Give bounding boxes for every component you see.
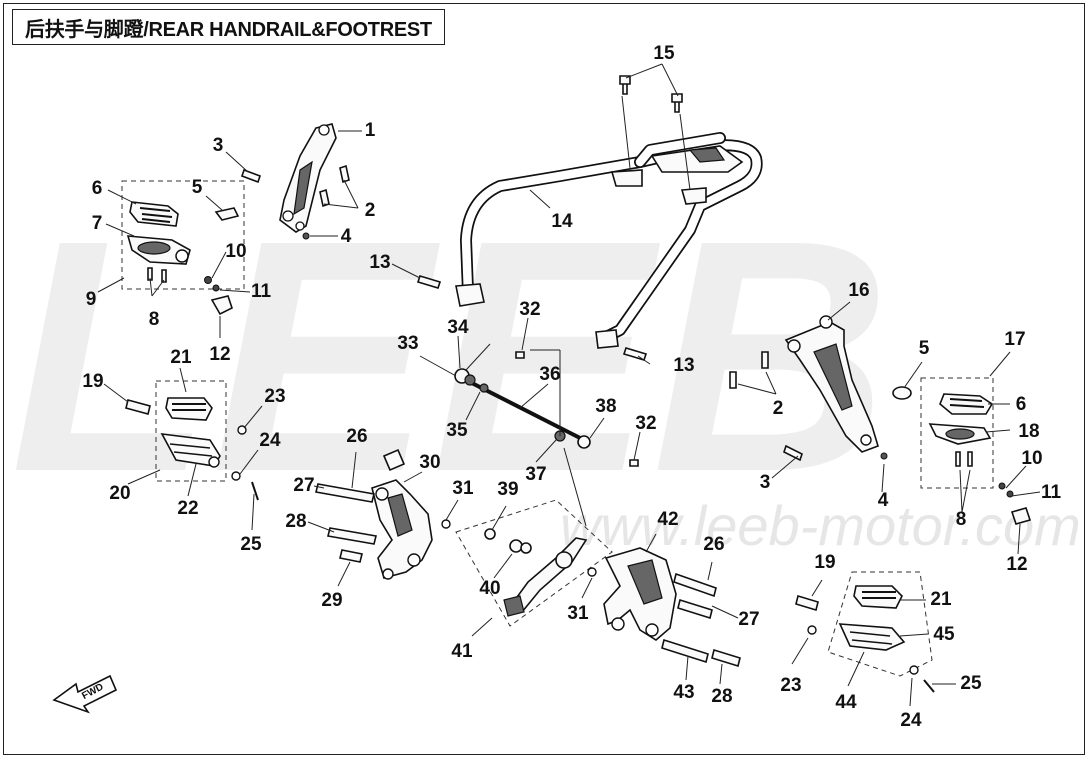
left-footrest-bracket (371, 448, 433, 580)
callout-6-right: 6 (1016, 394, 1027, 415)
handrail-bolts (416, 75, 683, 361)
callout-15: 15 (653, 43, 675, 64)
callout-39: 39 (497, 479, 518, 500)
callout-11: 11 (251, 281, 272, 302)
callout-20: 20 (109, 483, 130, 504)
callout-45: 45 (933, 624, 955, 645)
callout-4-right: 4 (878, 490, 889, 511)
left-handrail-bracket (279, 123, 337, 233)
callout-27-right: 27 (738, 609, 759, 630)
callout-25-right: 25 (960, 673, 982, 694)
callout-16: 16 (848, 280, 869, 301)
callout-33: 33 (397, 333, 418, 354)
watermark: LEEB www.leeb-motor.com (10, 171, 1081, 557)
callout-12: 12 (209, 344, 230, 365)
callout-40: 40 (479, 578, 500, 599)
callout-19: 19 (82, 371, 103, 392)
callout-22: 22 (177, 498, 198, 519)
right-passenger-footrest (795, 571, 935, 693)
callout-2-right: 2 (773, 398, 784, 419)
left-bracket-bolts (240, 164, 350, 240)
callout-23: 23 (264, 386, 285, 407)
shift-lever-assembly (455, 499, 613, 627)
callout-38: 38 (595, 396, 616, 417)
callout-34: 34 (447, 317, 469, 338)
callout-25: 25 (240, 534, 262, 555)
callout-10-right: 10 (1021, 448, 1042, 469)
callout-13: 13 (369, 252, 390, 273)
callout-30: 30 (419, 452, 440, 473)
callout-32-right: 32 (635, 413, 656, 434)
callout-31: 31 (452, 478, 474, 499)
callout-8: 8 (149, 309, 160, 330)
callout-2: 2 (365, 200, 376, 221)
callout-18: 18 (1018, 421, 1039, 442)
callout-17: 17 (1004, 329, 1025, 350)
callout-21-right: 21 (930, 589, 952, 610)
callout-3: 3 (213, 135, 224, 156)
left-bracket-hardware (315, 483, 451, 563)
right-upper-footrest (920, 377, 1032, 525)
callout-28: 28 (285, 511, 306, 532)
callout-43: 43 (673, 682, 694, 703)
callout-11-right: 11 (1041, 482, 1062, 503)
callout-10: 10 (225, 241, 246, 262)
watermark-logo: LEEB (10, 171, 890, 540)
diagram-frame (3, 3, 1085, 755)
callout-37: 37 (525, 464, 546, 485)
callout-23-right: 23 (780, 675, 801, 696)
callout-32: 32 (519, 299, 540, 320)
callout-24-right: 24 (900, 710, 922, 731)
callout-1: 1 (365, 120, 376, 141)
diagram-title: 后扶手与脚蹬/REAR HANDRAIL&FOOTREST (12, 9, 445, 45)
left-upper-footrest (121, 180, 245, 290)
right-footrest-bracket (603, 547, 741, 668)
callout-26-right: 26 (703, 534, 724, 555)
callout-14: 14 (551, 211, 573, 232)
callout-9: 9 (86, 289, 97, 310)
callout-12-right: 12 (1006, 554, 1027, 575)
left-pivot-parts (204, 207, 240, 316)
callout-42: 42 (657, 509, 678, 530)
diagram-title-text: 后扶手与脚蹬/REAR HANDRAIL&FOOTREST (25, 18, 432, 41)
callout-27: 27 (293, 475, 314, 496)
watermark-url: www.leeb-motor.com (560, 494, 1081, 557)
callout-35: 35 (446, 420, 468, 441)
callout-31-right: 31 (567, 603, 589, 624)
callout-28-right: 28 (711, 686, 732, 707)
callout-26: 26 (346, 426, 367, 447)
callout-41: 41 (451, 641, 473, 662)
callout-29: 29 (321, 590, 342, 611)
callout-7: 7 (92, 213, 103, 234)
leader-lines (97, 63, 1041, 707)
shift-shaft-assembly (454, 351, 639, 467)
callout-13-right: 13 (673, 355, 694, 376)
fwd-direction-badge: FWD (52, 674, 118, 714)
callout-6: 6 (92, 178, 103, 199)
callout-numbers: 1 2 3 4 5 6 7 8 9 10 11 12 13 14 15 16 1… (82, 43, 1061, 731)
callout-8-right: 8 (956, 509, 967, 530)
callout-36: 36 (539, 364, 560, 385)
left-passenger-footrest (125, 380, 259, 501)
callout-5: 5 (192, 177, 203, 198)
callout-24: 24 (259, 430, 281, 451)
callout-21: 21 (170, 347, 192, 368)
callout-19-right: 19 (814, 552, 835, 573)
callout-3-right: 3 (760, 472, 771, 493)
right-bracket-bolts (729, 351, 912, 462)
rear-handrail (455, 132, 763, 349)
callout-5-right: 5 (919, 338, 930, 359)
right-handrail-bracket (784, 315, 879, 453)
callout-44: 44 (835, 692, 857, 713)
callout-4: 4 (341, 226, 352, 247)
